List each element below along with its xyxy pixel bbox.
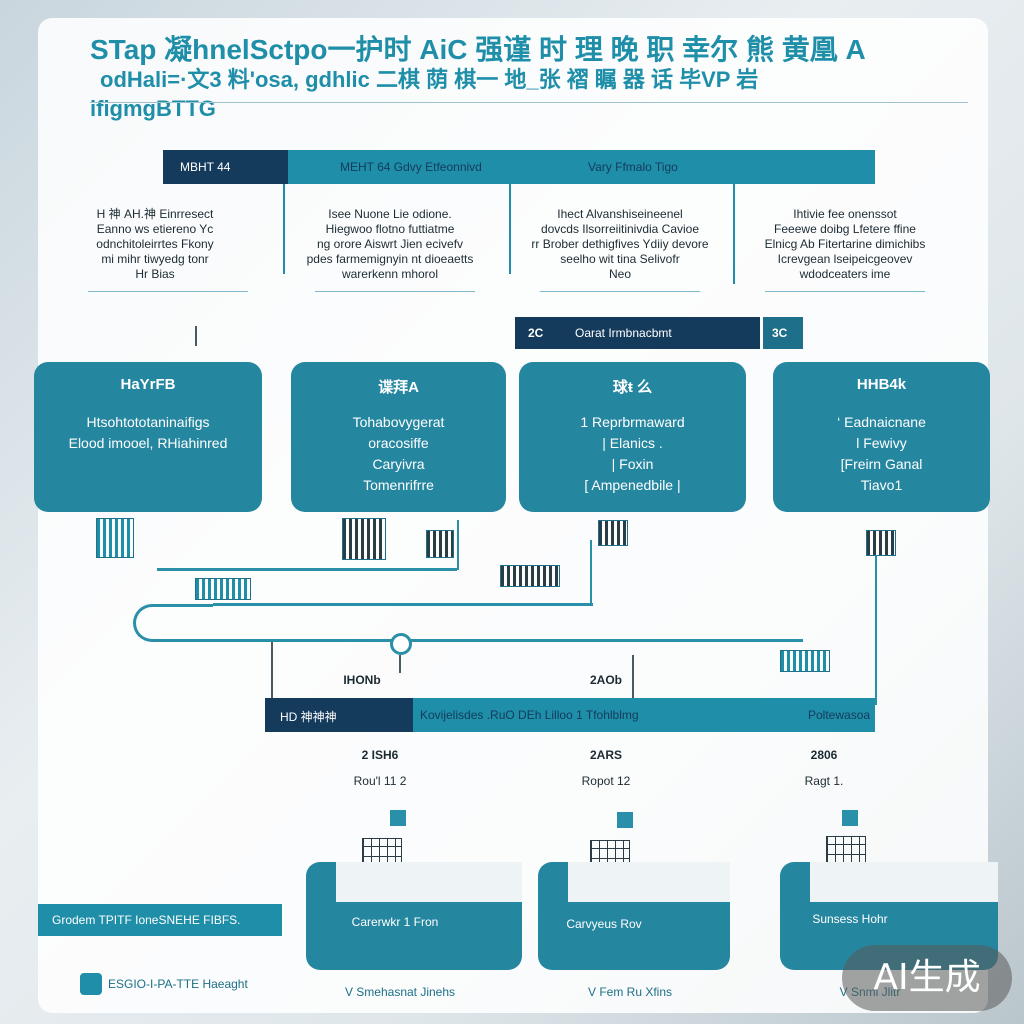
flow-line bbox=[457, 520, 459, 570]
top-bar-dark-label: MBHT 44 bbox=[180, 160, 231, 174]
top-bar-right-label: Vary Ffmalo Tigo bbox=[588, 160, 678, 174]
stage-card-title: 谍拜A bbox=[378, 379, 419, 396]
flow-line bbox=[271, 642, 273, 698]
device-icon bbox=[866, 530, 896, 556]
flow-line bbox=[590, 540, 592, 605]
tray-notch bbox=[568, 862, 730, 902]
device-icon bbox=[96, 518, 134, 558]
top-header-bar-dark-segment bbox=[163, 150, 288, 184]
year-label: 2806 bbox=[810, 748, 838, 762]
lower-bar-right-label: Poltewasoa bbox=[808, 708, 871, 722]
footer-logo-icon bbox=[80, 973, 102, 995]
year-label: 2AOb bbox=[589, 673, 622, 687]
year-label: 2 ISH6 bbox=[361, 748, 399, 762]
lower-bar-center-label: Kovijelisdes .RuO DEh Lilloo 1 Tfohlblmg bbox=[420, 708, 639, 722]
flow-loop bbox=[133, 604, 213, 642]
column-divider bbox=[509, 184, 511, 274]
flow-line bbox=[157, 568, 457, 571]
connector-line bbox=[195, 326, 197, 346]
column-rule bbox=[315, 291, 475, 292]
output-tray-label: Carerwkr 1 Fron bbox=[351, 915, 439, 929]
mid-bar-left-label: 2C bbox=[528, 326, 544, 340]
output-tray-label: Carvyeus Rov bbox=[566, 917, 642, 931]
title-line-3: ifigmgBTTG bbox=[90, 96, 216, 121]
flow-line bbox=[875, 555, 877, 705]
stage-card-title: 球ŧ 么 bbox=[612, 379, 653, 396]
stage-card-title: HHB4k bbox=[856, 376, 907, 393]
building-icon bbox=[390, 810, 406, 826]
building-icon bbox=[842, 810, 858, 826]
year-label: IHONb bbox=[343, 673, 381, 687]
tray-notch bbox=[810, 862, 998, 902]
stage-card-body: 1 Reprbrmaward| Elanics .| Foxin[ Ampene… bbox=[580, 414, 685, 493]
flow-node bbox=[390, 633, 412, 655]
column-rule bbox=[540, 291, 700, 292]
output-tray-footnote: V Smehasnat Jinehs bbox=[344, 985, 456, 999]
ai-generated-watermark: AI生成 bbox=[842, 945, 1012, 1011]
lower-header-bar-dark-segment bbox=[265, 698, 413, 732]
column-divider bbox=[733, 184, 735, 284]
bottom-section-label bbox=[38, 904, 282, 936]
flow-line bbox=[213, 639, 803, 642]
mid-bar-tab bbox=[763, 317, 803, 349]
device-icon bbox=[426, 530, 454, 558]
output-tray-label: Sunsess Hohr bbox=[812, 912, 888, 926]
footer-text: ESGIO-I-PA-TTE Haeaght bbox=[108, 977, 248, 991]
column-divider bbox=[283, 184, 285, 274]
title-divider bbox=[90, 102, 968, 103]
column-rule bbox=[88, 291, 248, 292]
year-label: 2ARS bbox=[589, 748, 622, 762]
stage-card-title: HaYrFB bbox=[120, 376, 176, 393]
output-tray-footnote: V Fem Ru Xfins bbox=[587, 985, 673, 999]
mid-bar-center-label: Oarat Irmbnacbmt bbox=[575, 326, 672, 340]
title-line-1: STap 凝hnelSctpo一护时 AiC 强谨 时 理 晚 职 幸尔 熊 黄… bbox=[90, 34, 866, 65]
column-rule bbox=[765, 291, 925, 292]
device-icon bbox=[780, 650, 830, 672]
bottom-section-label-text: Grodem TPITF IoneSNEHE FIBFS. bbox=[52, 913, 241, 927]
building-icon bbox=[617, 812, 633, 828]
year-sublabel: Ropot 12 bbox=[581, 774, 631, 788]
mid-bar-tab-label: 3C bbox=[772, 326, 788, 340]
column-text-2: Isee Nuone Lie odione.Hiegwoo flotno fut… bbox=[306, 207, 474, 281]
top-bar-center-label: MEHT 64 Gdvy Etfeonnivd bbox=[340, 160, 482, 174]
lower-bar-dark-label: HD 神神神 bbox=[280, 710, 337, 724]
device-icon bbox=[342, 518, 386, 560]
mid-header-bar bbox=[515, 317, 760, 349]
stage-card-3: 球ŧ 么 1 Reprbrmaward| Elanics .| Foxin[ A… bbox=[519, 362, 746, 512]
flow-line bbox=[399, 655, 401, 673]
flow-line bbox=[213, 603, 593, 606]
device-icon bbox=[598, 520, 628, 546]
tray-notch bbox=[336, 862, 522, 902]
year-sublabel: Rou'l 11 2 bbox=[353, 774, 407, 788]
year-sublabel: Ragt 1. bbox=[804, 774, 844, 788]
device-icon bbox=[195, 578, 251, 600]
title-line-2: odHali=·文3 料'osa, gdhlic 二棋 荫 棋一 地_张 褶 瞩… bbox=[100, 67, 759, 92]
device-icon bbox=[500, 565, 560, 587]
flow-line bbox=[632, 655, 634, 698]
